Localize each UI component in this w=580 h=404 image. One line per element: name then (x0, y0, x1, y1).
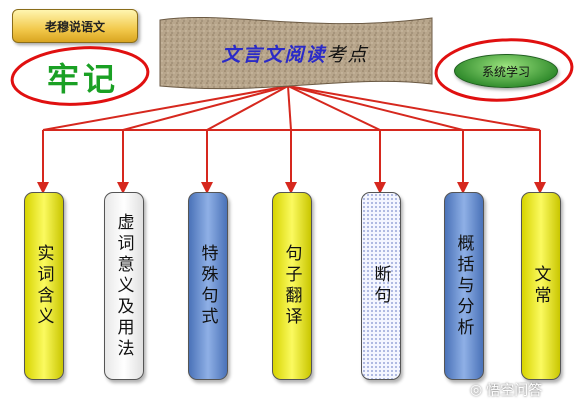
study-circle (434, 38, 574, 102)
arrow-fan-3 (206, 85, 289, 131)
category-label: 句子翻译 (281, 244, 302, 328)
title-part1: 文言文阅读 (221, 43, 327, 66)
category-box-5: 断句 (361, 192, 401, 380)
category-label: 特殊句式 (197, 244, 218, 328)
watermark-text: 悟空问答 (486, 383, 543, 399)
watermark: ◎ 悟空问答 (470, 380, 576, 400)
stamp-text: 牢记 (46, 60, 119, 98)
arrow-fan-6 (287, 85, 464, 131)
category-box-2: 虚词意义及用法 (104, 192, 144, 380)
arrow-fan-5 (287, 85, 381, 131)
category-label: 虚词意义及用法 (113, 212, 134, 360)
title-part2: 考点 (326, 43, 369, 66)
category-box-1: 实词含义 (24, 192, 64, 380)
author-label: 老穆说语文 (12, 9, 138, 43)
stamp-circle (10, 46, 150, 106)
category-label: 文常 (530, 265, 551, 307)
category-label: 实词含义 (33, 244, 54, 328)
category-box-3: 特殊句式 (188, 192, 228, 380)
category-label: 概括与分析 (453, 233, 474, 339)
arrow-fan-2 (122, 85, 289, 131)
title-flag-background (159, 16, 433, 90)
title-flag: 文言文阅读 考点 (160, 18, 430, 88)
category-box-6: 概括与分析 (444, 192, 484, 380)
arrow-fan-1 (42, 85, 289, 131)
arrow-fan-4 (287, 85, 292, 131)
arrow-fan-7 (287, 85, 541, 131)
category-label: 断句 (370, 265, 391, 307)
category-box-4: 句子翻译 (272, 192, 312, 380)
category-box-7: 文常 (521, 192, 561, 380)
watermark-logo-icon: ◎ (470, 382, 483, 398)
study-button[interactable]: 系统学习 (454, 54, 558, 88)
